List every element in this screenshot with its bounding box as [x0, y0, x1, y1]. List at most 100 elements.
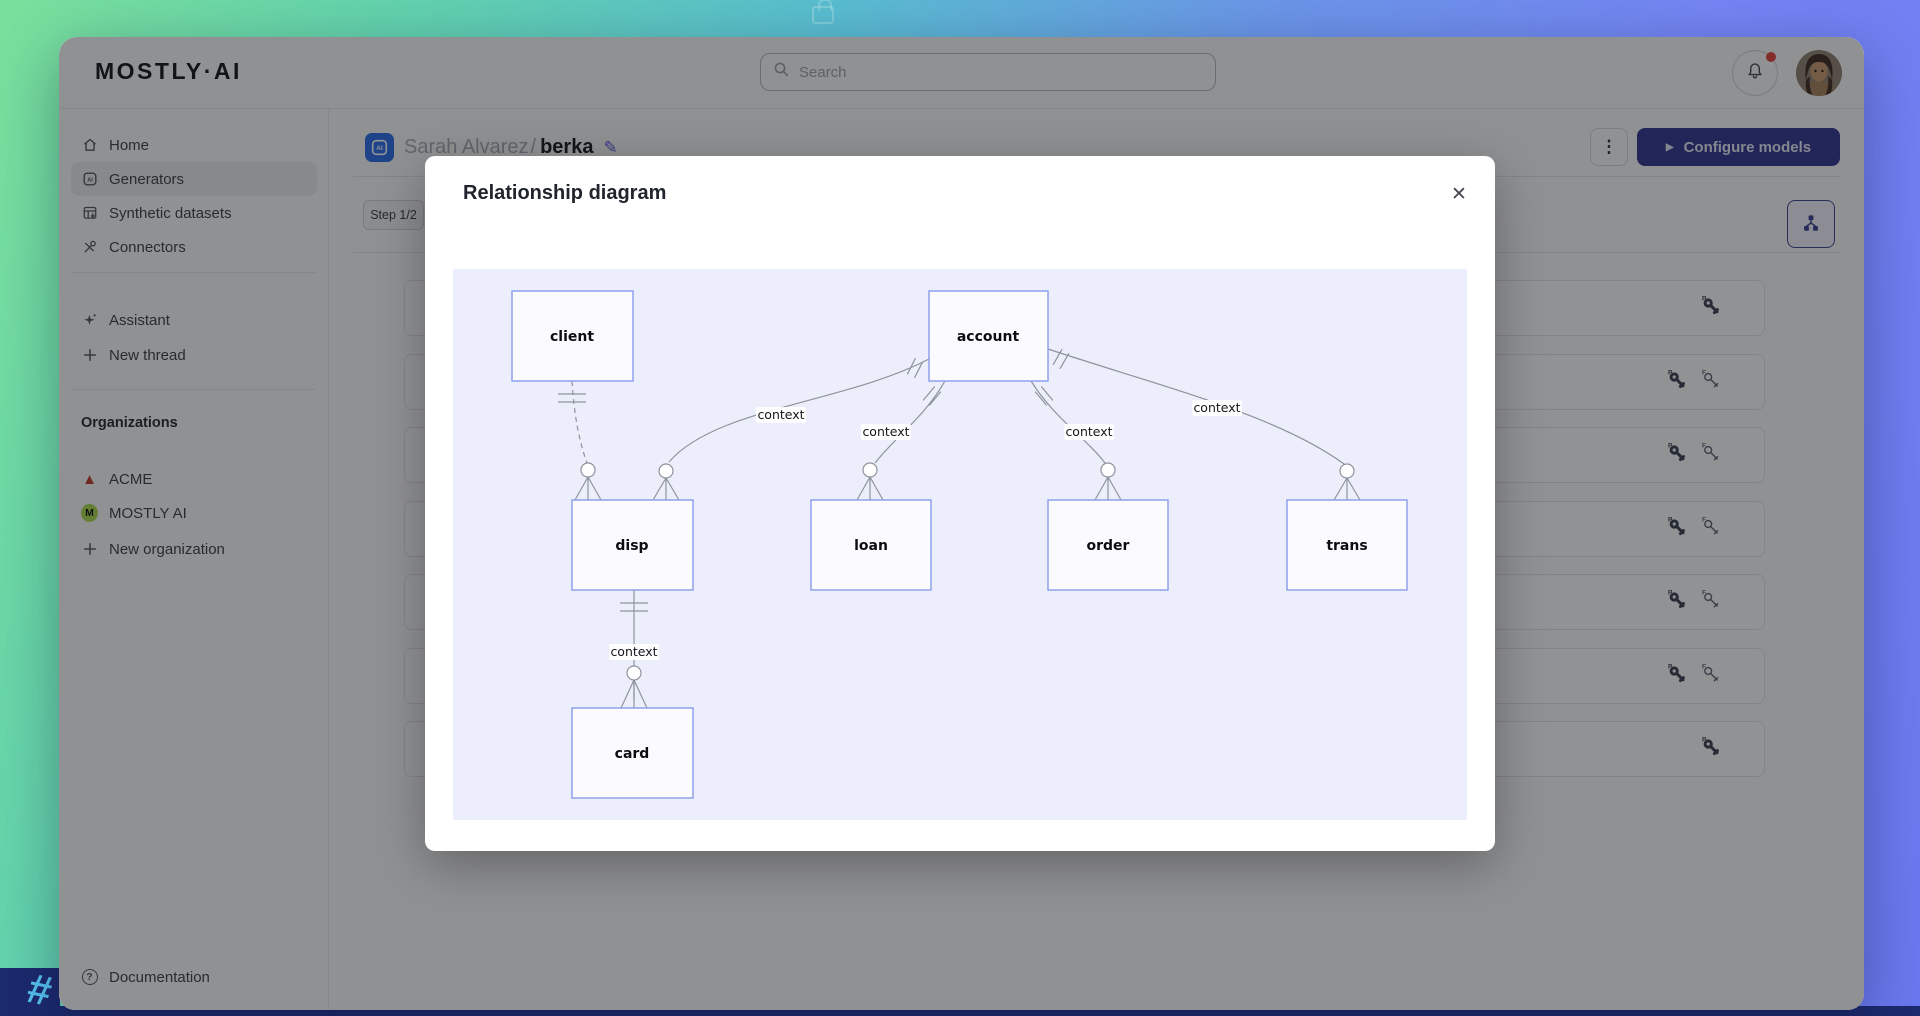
- sidebar-divider: [71, 389, 316, 390]
- edge-account-order: [1030, 380, 1106, 464]
- svg-text:F: F: [1702, 517, 1706, 524]
- entity-label: disp: [615, 538, 648, 554]
- more-actions-button[interactable]: ⋮: [1590, 128, 1628, 166]
- svg-text:P: P: [1702, 737, 1707, 744]
- svg-text:P: P: [1668, 443, 1673, 450]
- user-avatar[interactable]: [1796, 50, 1842, 96]
- notifications-button[interactable]: [1732, 50, 1778, 96]
- foreign-key-icon[interactable]: F: [1701, 663, 1722, 689]
- sidebar-item-label: MOSTLY AI: [109, 504, 187, 522]
- configure-models-label: Configure models: [1683, 138, 1812, 156]
- entity-label: card: [615, 746, 650, 762]
- sidebar-item-label: Documentation: [109, 968, 210, 986]
- key-indicators: P: [1701, 281, 1722, 335]
- generator-type-icon: AI: [365, 133, 394, 162]
- entity-trans: [1286, 499, 1408, 591]
- search-input[interactable]: [799, 63, 1203, 81]
- sparkle-icon: [81, 312, 98, 329]
- entity-account: [928, 290, 1049, 382]
- sidebar-item-new-thread[interactable]: New thread: [71, 338, 317, 372]
- sidebar-item-documentation[interactable]: ? Documentation: [71, 960, 317, 994]
- foreign-key-icon[interactable]: F: [1701, 589, 1722, 615]
- foreign-key-icon[interactable]: F: [1701, 369, 1722, 395]
- entity-label: loan: [854, 538, 888, 554]
- entity-label: order: [1087, 538, 1130, 554]
- organizations-heading: Organizations: [81, 415, 178, 431]
- svg-text:AI: AI: [376, 145, 383, 152]
- breadcrumb-owner: Sarah Alvarez: [404, 136, 529, 158]
- primary-key-icon[interactable]: P: [1667, 589, 1688, 615]
- foreign-key-icon[interactable]: F: [1701, 516, 1722, 542]
- search-bar[interactable]: [760, 53, 1216, 91]
- sidebar-item-assistant[interactable]: Assistant: [71, 303, 317, 337]
- configure-models-button[interactable]: ▶ Configure models: [1637, 128, 1840, 166]
- wallpaper-lock-icon: [812, 0, 834, 24]
- acme-logo: ▲: [82, 470, 97, 488]
- edge-label: context: [757, 407, 804, 422]
- sidebar-item-label: Home: [109, 136, 150, 154]
- edge-label: context: [1193, 400, 1240, 415]
- sidebar-item-org-mostly-ai[interactable]: M MOSTLY AI: [71, 496, 317, 530]
- relationship-diagram-button[interactable]: [1787, 200, 1835, 248]
- edit-name-icon[interactable]: ✎: [603, 137, 618, 157]
- app-logo: MOSTLY·AI: [95, 58, 242, 84]
- svg-text:P: P: [1668, 664, 1673, 671]
- sidebar-item-label: New thread: [109, 346, 186, 364]
- close-icon[interactable]: ✕: [1443, 178, 1475, 210]
- entity-label: account: [957, 329, 1020, 345]
- sidebar-item-connectors[interactable]: Connectors: [71, 230, 317, 264]
- wallpaper-bottom-band: [0, 1006, 1920, 1016]
- svg-text:F: F: [1702, 443, 1706, 450]
- connectors-icon: [81, 239, 98, 256]
- plus-icon: [81, 347, 98, 364]
- entity-order: [1047, 499, 1169, 591]
- foreign-key-icon[interactable]: F: [1701, 442, 1722, 468]
- primary-key-icon[interactable]: P: [1667, 369, 1688, 395]
- entity-label: trans: [1326, 538, 1367, 554]
- sidebar-item-synthetic-datasets[interactable]: Synthetic datasets: [71, 196, 317, 230]
- edge-account-loan: [874, 380, 946, 464]
- play-icon: ▶: [1665, 141, 1674, 153]
- primary-key-icon[interactable]: P: [1667, 516, 1688, 542]
- app-header: MOSTLY·AI: [59, 37, 1864, 109]
- sidebar-divider: [71, 272, 316, 273]
- wallpaper-corner: [0, 968, 60, 1016]
- sidebar-item-label: Assistant: [109, 311, 170, 329]
- sidebar-item-home[interactable]: Home: [71, 128, 317, 162]
- edge-label: context: [610, 644, 657, 659]
- svg-text:P: P: [1668, 370, 1673, 377]
- generator-name: berka: [540, 136, 594, 158]
- edge-client-disp: [571, 380, 588, 464]
- svg-text:F: F: [1702, 370, 1706, 377]
- sidebar-item-new-organization[interactable]: New organization: [71, 532, 317, 566]
- datasets-icon: [81, 205, 98, 222]
- entity-disp: [571, 499, 694, 591]
- edge-label: context: [862, 424, 909, 439]
- plus-icon: [81, 541, 98, 558]
- relationship-diagram-modal: Relationship diagram ✕: [425, 156, 1495, 851]
- generators-icon: AI: [81, 171, 98, 188]
- sidebar-item-org-acme[interactable]: ▲ ACME: [71, 462, 317, 496]
- entity-loan: [810, 499, 932, 591]
- primary-key-icon[interactable]: P: [1667, 663, 1688, 689]
- edge-account-disp: [668, 358, 930, 463]
- primary-key-icon[interactable]: P: [1667, 442, 1688, 468]
- er-diagram: context context context context context: [453, 269, 1467, 820]
- svg-text:F: F: [1702, 664, 1706, 671]
- entity-label: client: [550, 329, 594, 345]
- notification-badge: [1766, 52, 1776, 62]
- step-indicator: Step 1/2: [363, 200, 424, 230]
- svg-text:AI: AI: [87, 177, 93, 183]
- breadcrumb: Sarah Alvarez / berka ✎: [404, 133, 618, 162]
- sidebar-item-generators[interactable]: AI Generators: [71, 162, 317, 196]
- primary-key-icon[interactable]: P: [1701, 736, 1722, 762]
- primary-key-icon[interactable]: P: [1701, 295, 1722, 321]
- svg-text:P: P: [1668, 517, 1673, 524]
- key-indicators: P: [1701, 722, 1722, 776]
- svg-text:F: F: [1702, 590, 1706, 597]
- bell-icon: [1745, 61, 1765, 86]
- relationship-diagram-icon: [1800, 212, 1822, 237]
